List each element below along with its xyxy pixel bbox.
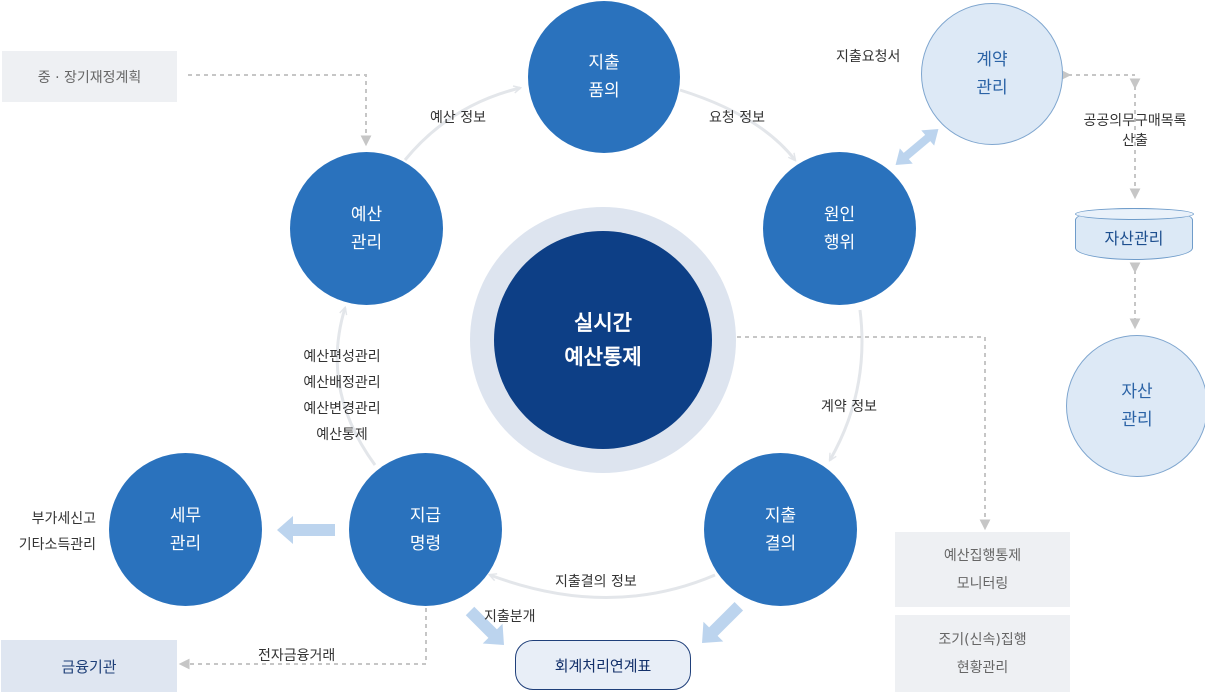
node-label-line-1: 자산 [1121, 382, 1153, 402]
node-contract-management[interactable]: 계약 관리 [921, 3, 1063, 145]
label-payment-split: 지출분개 [484, 609, 536, 625]
node-label-line-2: 관리 [976, 78, 1008, 98]
dashed-center-to-monitoring [737, 336, 991, 531]
node-asset-management[interactable]: 자산 관리 [1066, 335, 1205, 477]
node-label-line-1: 계약 [976, 50, 1008, 70]
label-line: 예산변경관리 [303, 401, 381, 417]
node-label-line-2: 관리 [169, 533, 202, 554]
label-line: 부가세신고 [31, 511, 96, 527]
label-line: 산출 [1122, 133, 1148, 149]
box-budget-execution-monitoring[interactable]: 예산집행통제 모니터링 [895, 532, 1070, 607]
node-label-line-1: 예산 [350, 204, 383, 225]
asset-database-label: 자산관리 [1104, 229, 1164, 248]
label-request-info: 요청 정보 [709, 110, 765, 126]
cycle-arc-wonin-to-gyeorui [828, 309, 864, 460]
cycle-arc-gyeorui-to-jigeup [490, 575, 716, 599]
label-contract-info: 계약 정보 [821, 399, 877, 415]
box-early-execution-status[interactable]: 조기(신속)집행 현황관리 [895, 615, 1070, 692]
arrow-jigeup-to-accounting [465, 606, 504, 645]
cycle-arc-budget-to-pumui [403, 88, 520, 161]
center-line-1: 실시간 [574, 311, 632, 335]
box-financial-institution[interactable]: 금융기관 [1, 640, 177, 692]
label-line: 기타소득관리 [18, 537, 96, 553]
arrow-gyeorui-to-accounting [702, 601, 744, 643]
label-request-document: 지출요청서 [836, 49, 901, 65]
box-line-2: 모니터링 [956, 575, 1009, 592]
label-budget-tasks: 예산편성관리 예산배정관리 예산변경관리 예산통제 [282, 344, 402, 448]
database-icon [1074, 207, 1194, 220]
box-line-2: 현황관리 [956, 659, 1009, 676]
label-line: 예산통제 [316, 427, 368, 443]
label-line: 공공의무구매목록 [1083, 113, 1187, 129]
node-label-line-2: 명령 [409, 533, 442, 554]
node-label-line-1: 원인 [823, 204, 856, 225]
box-midlong-financial-plan[interactable]: 중 · 장기재정계획 [2, 51, 177, 102]
node-expenditure-request[interactable]: 지출 품의 [528, 1, 680, 153]
box-line-1: 예산집행통제 [943, 547, 1022, 564]
node-label-line-2: 결의 [764, 533, 797, 554]
node-label-line-2: 품의 [588, 81, 620, 101]
label-procurement-list: 공공의무구매목록 산출 [1070, 111, 1200, 151]
label-line: 예산편성관리 [303, 349, 381, 365]
node-budget-management[interactable]: 예산 관리 [290, 152, 443, 305]
node-cause-action[interactable]: 원인 행위 [763, 152, 916, 305]
arrow-wonin-contract-bidirectional [895, 129, 939, 165]
node-label-line-2: 행위 [823, 232, 856, 253]
node-label-line-1: 지급 [409, 505, 442, 526]
label-budget-info: 예산 정보 [430, 110, 486, 126]
cycle-arc-jigeup-to-budget [335, 308, 377, 466]
arrow-jigeup-to-semu [277, 516, 335, 544]
label-tax-tasks: 부가세신고 기타소득관리 [0, 506, 96, 558]
label-settlement-info: 지출결의 정보 [555, 574, 637, 590]
node-tax-management[interactable]: 세무 관리 [109, 453, 262, 606]
node-payment-order[interactable]: 지급 명령 [349, 453, 502, 606]
cycle-arc-pumui-to-wonin [679, 88, 795, 160]
dashed-jigeup-to-bank [178, 608, 427, 670]
asset-database[interactable]: 자산관리 [1074, 207, 1194, 260]
dashed-plan-to-budget [188, 74, 372, 147]
box-line-1: 조기(신속)집행 [938, 631, 1027, 648]
center-line-2: 예산통제 [564, 345, 642, 369]
node-label-line-1: 지출 [764, 505, 797, 526]
realtime-budget-control-node[interactable]: 실시간 예산통제 [494, 231, 712, 449]
accounting-link-table[interactable]: 회계처리연계표 [515, 640, 691, 690]
node-expenditure-resolution[interactable]: 지출 결의 [704, 453, 857, 606]
node-label-line-1: 세무 [169, 505, 202, 526]
label-line: 예산배정관리 [303, 375, 381, 391]
node-label-line-2: 관리 [350, 232, 383, 253]
node-label-line-2: 관리 [1121, 410, 1153, 430]
label-e-finance: 전자금융거래 [258, 648, 336, 664]
node-label-line-1: 지출 [588, 53, 620, 73]
